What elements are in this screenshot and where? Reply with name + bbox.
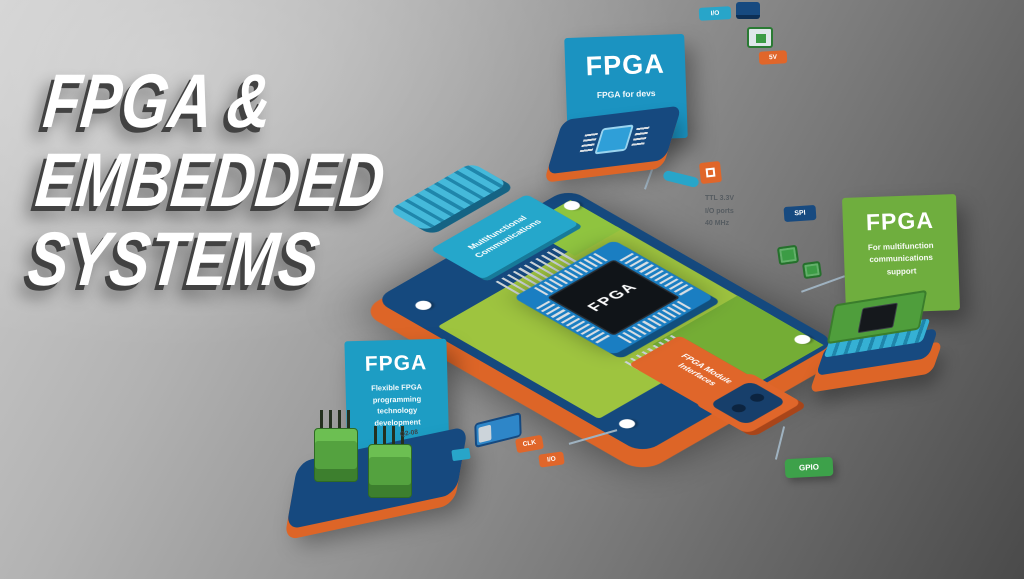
callout-bl-title: FPGA <box>364 351 428 376</box>
chip-outline-icon <box>747 27 773 48</box>
tag-navy-spi: SPI <box>783 204 817 223</box>
stack-black-chip <box>857 302 898 334</box>
green-module-pins <box>374 426 406 446</box>
callout-top-subtitle: FPGA for devs <box>596 87 656 101</box>
tag-green-gpio: GPIO <box>784 456 834 479</box>
tag-orange-5v: 5V <box>758 50 788 65</box>
spec-notes: TTL 3.3V I/O ports 40 MHz <box>705 193 775 231</box>
small-green-chip <box>801 260 823 280</box>
tiny-chip-icon <box>736 2 760 19</box>
orange-square-icon <box>698 160 723 185</box>
spec-note-3: 40 MHz <box>705 220 730 228</box>
callout-right-lines: For multifunction communications support <box>844 239 959 280</box>
usb-metal-face <box>478 424 492 444</box>
square-core-icon <box>705 167 716 178</box>
headline-line-3: SYSTEMS <box>24 217 324 302</box>
green-module-pins <box>320 410 352 430</box>
chip-core-icon <box>756 34 766 43</box>
spec-note-2: I/O ports <box>705 207 734 215</box>
green-module <box>368 444 412 498</box>
small-green-chip <box>776 244 800 266</box>
headline-line-1: FPGA & <box>39 59 276 144</box>
tag-teal-io: I/O <box>698 6 732 21</box>
callout-right-line-3: support <box>886 266 917 277</box>
green-module <box>314 428 358 482</box>
headline-line-2: EMBEDDED <box>32 138 389 223</box>
mini-chip-pins-right <box>631 126 650 146</box>
spec-note-1: TTL 3.3V <box>705 195 735 202</box>
headline: FPGA & EMBEDDED SYSTEMS <box>24 59 396 302</box>
fpga-chip-label: FPGA <box>584 280 643 314</box>
callout-bl-lines: Flexible FPGA programming technology dev… <box>345 381 448 430</box>
mini-blue-chip <box>594 124 635 155</box>
callout-right-title: FPGA <box>865 206 935 236</box>
callout-top-title: FPGA <box>585 48 666 82</box>
